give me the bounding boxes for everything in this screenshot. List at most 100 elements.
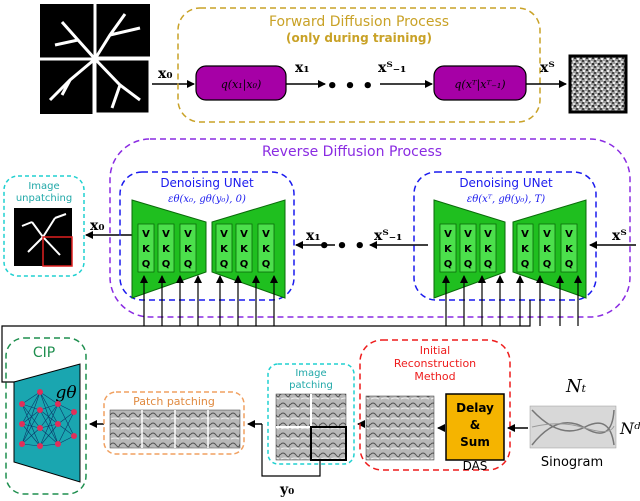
vessel-image-input <box>40 4 152 116</box>
noise-image <box>568 54 628 114</box>
sinogram-label: Sinogram <box>541 455 603 470</box>
unet-right-block-3-letter-q: Q <box>521 259 530 270</box>
unet-right-block-2-letter-q: Q <box>484 259 493 270</box>
unet-left-block-1-letter-v: V <box>162 229 170 240</box>
unet-right-block-2-letter-k: K <box>484 244 493 255</box>
unet-right-box <box>413 171 597 301</box>
initial-reconstruction-box <box>359 339 511 471</box>
unet-left-block-4-letter-v: V <box>240 229 248 240</box>
unet-left-block-5-letter-q: Q <box>262 259 271 270</box>
unet-left-block-3: VKQ <box>215 223 233 273</box>
q-last-box <box>433 65 527 101</box>
conditioning-arrows <box>140 275 582 326</box>
cip-node-2-2 <box>55 441 61 447</box>
cip-node-0-2 <box>19 441 25 447</box>
reverse-title: Reverse Diffusion Process <box>262 144 442 160</box>
das-caption: DAS <box>463 459 488 473</box>
image-patching-box <box>267 363 355 465</box>
q-first-box <box>195 65 287 101</box>
patched-image <box>275 393 347 461</box>
unet-left-block-0-letter-k: K <box>142 244 151 255</box>
unet-right-block-5-letter-k: K <box>565 244 574 255</box>
cip-node-0-1 <box>19 421 25 427</box>
reverse-xTm1-label: xᵀ₋₁ <box>374 228 402 244</box>
cip-node-1-1 <box>37 407 43 413</box>
unet-left-box <box>119 171 295 301</box>
cip-symbol: gθ <box>55 383 76 403</box>
unpatching-line1: Image <box>28 181 59 192</box>
cip-node-1-2 <box>37 425 43 431</box>
cip-node-3-0 <box>71 409 77 415</box>
unpatching-line2: unpatching <box>16 193 72 204</box>
conditioning-bus <box>1 300 531 383</box>
reverse-xT-label: xᵀ <box>612 228 627 244</box>
forward-xT-label: xᵀ <box>540 60 555 76</box>
unet-left-block-3-letter-k: K <box>220 244 229 255</box>
reverse-x0-label: x₀ <box>90 218 104 234</box>
unpatched-vessel-image <box>14 208 73 267</box>
patch-patching-label: Patch patching <box>133 395 215 408</box>
unet-left-block-4: VKQ <box>235 223 253 273</box>
unet-left-block-0: VKQ <box>137 223 155 273</box>
forward-x1-label: x₁ <box>295 60 309 76</box>
unet-left-title: Denoising UNet <box>160 176 254 190</box>
cip-node-2-1 <box>55 421 61 427</box>
unet-left-block-3-letter-v: V <box>220 229 228 240</box>
das-box <box>445 393 505 461</box>
unet-left-block-2: VKQ <box>179 223 197 273</box>
cip-node-0-0 <box>19 401 25 407</box>
sinogram-image <box>529 405 617 449</box>
unet-right-block-3-letter-k: K <box>521 244 530 255</box>
unet-left-block-2-letter-v: V <box>184 229 192 240</box>
unet-left-block-3-letter-q: Q <box>220 259 229 270</box>
unet-right-block-0-letter-k: K <box>444 244 453 255</box>
unet-left-block-5: VKQ <box>257 223 275 273</box>
sinogram-nd: Nᵈ <box>619 419 640 438</box>
cip-node-2-0 <box>55 401 61 407</box>
reverse-x1-label: x₁ <box>306 228 320 244</box>
forward-process-box <box>177 7 541 123</box>
unet-left-block-0-letter-q: Q <box>142 259 151 270</box>
unet-left-block-1: VKQ <box>157 223 175 273</box>
q-first-label: q(x₁|x₀) <box>221 78 262 92</box>
unet-left-block-0-letter-v: V <box>142 229 150 240</box>
cip-neural-net <box>19 389 77 449</box>
unet-right-block-1-letter-v: V <box>464 229 472 240</box>
unet-right-block-4-letter-k: K <box>543 244 552 255</box>
unet-right-block-5-letter-q: Q <box>565 259 574 270</box>
unet-left-block-2-letter-q: Q <box>184 259 193 270</box>
image-patching-line2: patching <box>289 380 333 391</box>
unet-right-block-1-letter-k: K <box>464 244 473 255</box>
unet-right-title: Denoising UNet <box>459 176 553 190</box>
reverse-process-box <box>109 138 631 318</box>
unet-right-block-2: VKQ <box>479 223 497 273</box>
y0-line <box>261 424 321 477</box>
das-line1: Delay <box>456 401 494 415</box>
unet-right-block-1: VKQ <box>459 223 477 273</box>
unet-left-block-5-letter-k: K <box>262 244 271 255</box>
cip-node-3-1 <box>71 433 77 439</box>
unet-right-formula: εθ(xᵀ, gθ(y₀), T) <box>467 194 545 205</box>
unet-right-block-4-letter-v: V <box>543 229 551 240</box>
unet-right-block-4: VKQ <box>538 223 556 273</box>
das-line2: & <box>470 418 480 432</box>
das-line3: Sum <box>460 435 490 449</box>
forward-x0-label: x₀ <box>158 66 172 82</box>
cip-node-1-3 <box>37 443 43 449</box>
unet-left-block-2-letter-k: K <box>184 244 193 255</box>
patch-patching-box <box>103 391 245 455</box>
unet-right-block-4-letter-q: Q <box>543 259 552 270</box>
forward-dots: • • • <box>326 76 373 97</box>
image-patching-line1: Image <box>295 368 326 379</box>
unet-left-block-4-letter-k: K <box>240 244 249 255</box>
initial-reconstruction-image <box>365 395 435 461</box>
y0-label: y₀ <box>279 482 294 498</box>
patch-strip-image <box>109 409 241 449</box>
sinogram-nt: Nₜ <box>565 376 587 397</box>
unet-right-block-5-letter-v: V <box>565 229 573 240</box>
unet-left-block-1-letter-k: K <box>162 244 171 255</box>
unet-right-block-0-letter-q: Q <box>444 259 453 270</box>
unet-right-block-0: VKQ <box>439 223 457 273</box>
unet-right-block-2-letter-v: V <box>484 229 492 240</box>
forward-xTm1-label: xᵀ₋₁ <box>378 60 406 76</box>
